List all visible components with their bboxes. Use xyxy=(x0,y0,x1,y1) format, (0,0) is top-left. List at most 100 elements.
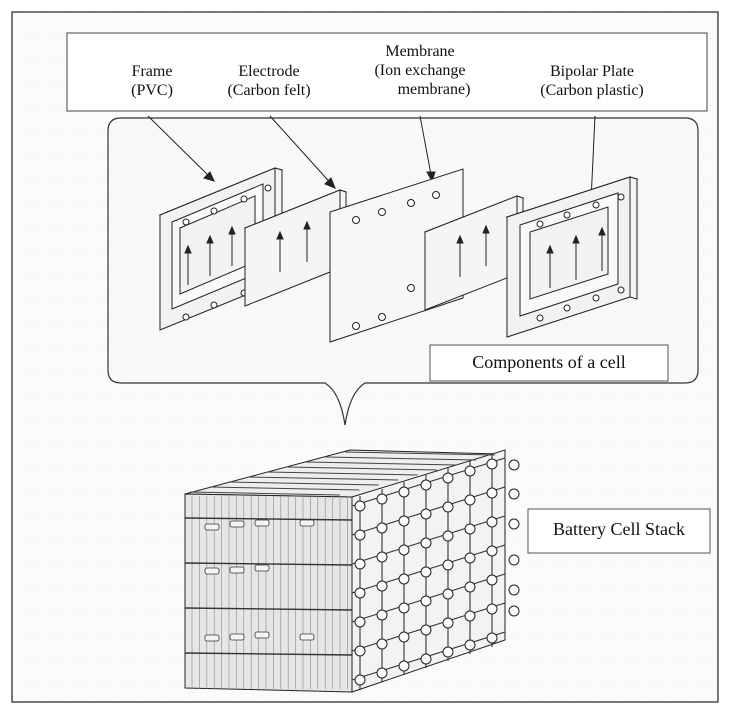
edge-bolt xyxy=(508,584,520,596)
end-plate-bolt xyxy=(420,624,432,636)
top-rod-line xyxy=(228,481,379,486)
end-plate-bolt xyxy=(376,522,388,534)
end-plate-bolt xyxy=(442,530,454,542)
strap-line xyxy=(184,652,353,656)
membrane-label: Membrane (Ion exchange membrane) xyxy=(355,42,485,99)
membrane-arrowhead xyxy=(426,171,436,183)
top-rod-line xyxy=(306,461,457,466)
side-bolt-stub xyxy=(204,567,220,575)
top-rod-line xyxy=(248,476,399,481)
end-plate-bolt xyxy=(398,660,410,672)
frame-label-line2: (PVC) xyxy=(131,82,173,99)
components-caption-box xyxy=(429,344,669,382)
end-plate-bolt xyxy=(376,551,388,563)
frame-label: Frame (PVC) xyxy=(112,62,192,100)
stack-caption-box xyxy=(527,508,711,554)
end-plate-bolt xyxy=(464,523,476,535)
end-plate-bolt xyxy=(398,602,410,614)
top-rod-line xyxy=(189,491,341,496)
end-plate-bolt xyxy=(442,501,454,513)
side-bolt-stub xyxy=(254,564,270,572)
end-plate-bolt xyxy=(464,494,476,506)
edge-bolt xyxy=(508,459,520,471)
end-plate-bolt xyxy=(486,487,498,499)
side-bolt-stub xyxy=(229,566,245,574)
membrane-label-line2: (Ion exchange xyxy=(374,62,466,79)
end-plate-bolt xyxy=(420,508,432,520)
end-plate-bolt xyxy=(442,617,454,629)
top-rod-line xyxy=(344,451,496,456)
electrode-right-component xyxy=(423,195,525,311)
end-plate-bolt xyxy=(398,631,410,643)
end-plate-bolt xyxy=(464,465,476,477)
side-bolt-stub xyxy=(254,519,270,527)
electrode-leader xyxy=(269,115,336,189)
membrane-label-line1: Membrane xyxy=(385,43,455,60)
side-bolt-stub xyxy=(254,631,270,639)
electrode-arrowhead xyxy=(324,177,336,189)
membrane-leader xyxy=(419,115,433,181)
end-plate-bolt xyxy=(354,587,366,599)
end-plate-bolt xyxy=(464,610,476,622)
end-plate-bolt xyxy=(486,516,498,528)
bipolar-label: Bipolar Plate (Carbon plastic) xyxy=(527,62,657,100)
end-plate-bolt xyxy=(486,458,498,470)
end-plate-bolt xyxy=(376,493,388,505)
end-plate-bolt xyxy=(398,515,410,527)
electrode-label-line2: (Carbon felt) xyxy=(227,82,311,99)
end-plate-bolt xyxy=(442,646,454,658)
membrane-label-line3: membrane) xyxy=(397,81,471,98)
end-plate-bolt xyxy=(486,603,498,615)
edge-bolt xyxy=(508,518,520,530)
frame-arrowhead xyxy=(203,171,215,182)
end-plate-bolt xyxy=(486,545,498,557)
edge-bolt xyxy=(508,554,520,566)
end-plate-bolt xyxy=(442,472,454,484)
end-plate-bolt xyxy=(464,639,476,651)
electrode-label-line1: Electrode xyxy=(238,63,300,80)
stack-details xyxy=(184,451,520,689)
side-bolt-stub xyxy=(229,633,245,641)
strap-line xyxy=(184,607,353,611)
components-caption: Components of a cell xyxy=(472,352,626,372)
end-plate-bolt xyxy=(354,500,366,512)
end-plate-bolt xyxy=(354,616,366,628)
top-rod-line xyxy=(325,456,476,461)
side-bolt-stub xyxy=(299,633,315,641)
top-rod-line xyxy=(286,466,437,471)
side-bolt-stub xyxy=(299,519,315,527)
stack-caption: Battery Cell Stack xyxy=(553,519,685,539)
end-plate-bolt xyxy=(420,566,432,578)
end-plate-bolt xyxy=(354,558,366,570)
end-plate-bolt xyxy=(354,645,366,657)
end-plate-bolt xyxy=(442,588,454,600)
end-plate-bolt xyxy=(376,667,388,679)
end-plate-bolt xyxy=(420,653,432,665)
bipolar-plate-component xyxy=(505,176,639,338)
bipolar-label-line2: (Carbon plastic) xyxy=(540,82,644,99)
end-plate-bolt xyxy=(464,581,476,593)
top-rod-line xyxy=(267,471,418,476)
end-plate-bolt xyxy=(420,479,432,491)
strap-line xyxy=(184,517,353,521)
end-plate-bolt xyxy=(486,632,498,644)
bipolar-label-line1: Bipolar Plate xyxy=(550,63,634,80)
side-bolt-stub xyxy=(229,520,245,528)
battery-stack xyxy=(184,449,520,693)
end-plate-bolt xyxy=(398,544,410,556)
end-plate-bolt xyxy=(376,609,388,621)
frame-label-line1: Frame xyxy=(131,63,173,80)
end-plate-bolt xyxy=(354,674,366,686)
label-header-box xyxy=(66,32,708,112)
edge-bolt xyxy=(508,488,520,500)
end-plate-bolt xyxy=(442,559,454,571)
end-plate-bolt xyxy=(486,574,498,586)
top-rod-line xyxy=(209,486,360,491)
end-plate-bolt xyxy=(398,486,410,498)
electrode-label: Electrode (Carbon felt) xyxy=(214,62,324,100)
end-plate-bolt xyxy=(354,529,366,541)
end-plate-bolt xyxy=(398,573,410,585)
side-bolt-stub xyxy=(204,523,220,531)
